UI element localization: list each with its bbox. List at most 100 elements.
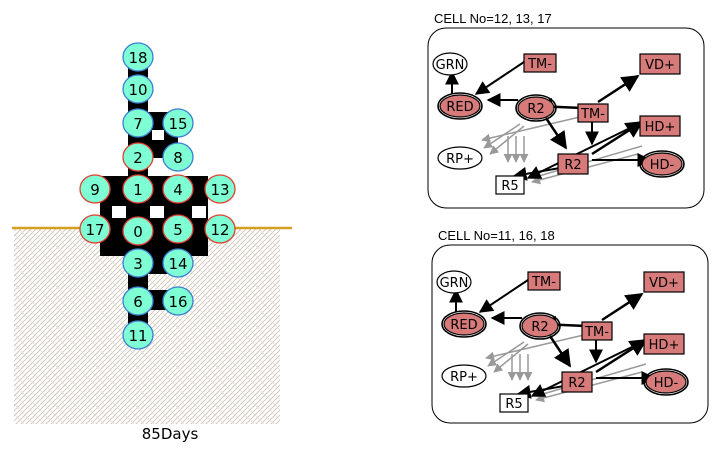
- edge-tm-vd: [597, 74, 640, 104]
- node-r2-b-label: R2: [564, 158, 581, 173]
- cell-label: 11: [128, 327, 147, 345]
- days-label: 85Days: [141, 425, 199, 443]
- connection-gaps: [112, 130, 206, 218]
- cell-label: 14: [168, 255, 187, 273]
- cell-11: 11: [122, 320, 154, 350]
- cell-label: 17: [85, 221, 104, 239]
- node-r2-b-label: R2: [568, 376, 585, 391]
- node-r2-b: R2: [557, 153, 589, 175]
- edge-tm-vd: [601, 292, 644, 322]
- cell-1: 1: [122, 174, 154, 204]
- cell-2: 2: [122, 142, 154, 172]
- node-tm-2: TM-: [581, 321, 613, 341]
- node-tm-2-label: TM-: [580, 107, 605, 122]
- cell-15: 15: [162, 108, 194, 138]
- node-hd: HD+: [639, 115, 681, 137]
- node-hd: HD+: [643, 333, 685, 355]
- cell-label: 1: [133, 181, 143, 199]
- cell-label: 7: [133, 115, 143, 133]
- node-grn-label: GRN: [440, 276, 469, 291]
- gray-edge-r2-rp2: [489, 125, 525, 155]
- node-rp: RP+: [441, 364, 487, 388]
- cell-12: 12: [204, 214, 236, 244]
- node-r5-label: R5: [505, 397, 522, 412]
- edge-r2-r2b: [548, 335, 572, 368]
- node-tm-1: TM-: [527, 271, 561, 291]
- node-rp-label: RP+: [450, 370, 478, 385]
- cell-3: 3: [122, 248, 154, 278]
- cell-5: 5: [162, 214, 194, 244]
- node-red: RED: [437, 92, 483, 120]
- edge-tm-red: [478, 279, 529, 313]
- cell-9: 9: [79, 174, 111, 204]
- node-hd-label: HD+: [649, 338, 680, 353]
- cell-label: 5: [173, 221, 183, 239]
- edge-r2-r2b: [544, 117, 568, 150]
- cell-14: 14: [162, 248, 194, 278]
- cell-7: 7: [122, 108, 154, 138]
- cell-0: 0: [122, 216, 154, 246]
- node-vd-label: VD+: [645, 58, 675, 73]
- cell-6: 6: [122, 286, 154, 316]
- panel-2-title: CELL No=11, 16, 18: [438, 228, 555, 243]
- node-tm-1-label: TM-: [527, 57, 552, 72]
- cell-label: 8: [173, 149, 183, 167]
- cell-label: 0: [133, 223, 143, 241]
- node-r2-a-label: R2: [527, 102, 544, 117]
- node-r2-b: R2: [561, 371, 593, 393]
- edge-tm-red: [474, 61, 525, 95]
- node-rp-label: RP+: [446, 152, 474, 167]
- panel-1-frame: [427, 27, 705, 209]
- gray-edge-tm-rp: [481, 115, 585, 143]
- node-grn-label: GRN: [436, 58, 465, 73]
- cell-17: 17: [79, 214, 111, 244]
- gray-edge-r2-rp2: [493, 343, 529, 373]
- cell-label: 6: [133, 293, 143, 311]
- node-red: RED: [441, 310, 487, 338]
- node-hd-label: HD+: [645, 120, 676, 135]
- node-tm-2: TM-: [577, 103, 609, 123]
- cell-label: 9: [90, 181, 100, 199]
- node-rp: RP+: [437, 146, 483, 170]
- node-hd-minus: HD-: [643, 368, 689, 396]
- cell-label: 4: [173, 181, 183, 199]
- cell-18: 18: [122, 42, 154, 72]
- cell-label: 3: [133, 255, 143, 273]
- panel-1-title: CELL No=12, 13, 17: [434, 11, 552, 26]
- cell-16: 16: [162, 286, 194, 316]
- edge-hd-r5: [530, 345, 635, 397]
- cell-8: 8: [162, 142, 194, 172]
- node-vd-label: VD+: [649, 276, 679, 291]
- cell-10: 10: [122, 74, 154, 104]
- cell-label: 2: [133, 149, 143, 167]
- cell-label: 13: [210, 181, 229, 199]
- node-r2-a: R2: [515, 94, 557, 122]
- node-hd-minus-label: HD-: [650, 158, 675, 173]
- edge-r2b-hd: [591, 120, 644, 156]
- node-vd: VD+: [643, 271, 685, 293]
- node-r5-label: R5: [501, 179, 518, 194]
- node-r2-a-label: R2: [531, 320, 548, 335]
- node-grn: GRN: [432, 52, 468, 76]
- node-r5: R5: [495, 175, 525, 195]
- cell-13: 13: [204, 174, 236, 204]
- cell-label: 10: [128, 81, 147, 99]
- node-red-label: RED: [446, 100, 473, 115]
- node-red-label: RED: [450, 318, 477, 333]
- node-tm-2-label: TM-: [584, 325, 609, 340]
- cell-4: 4: [162, 174, 194, 204]
- edge-hd-r5: [526, 127, 631, 179]
- node-r5: R5: [499, 393, 529, 413]
- cell-label: 18: [128, 49, 147, 67]
- edge-r2b-hd: [595, 338, 648, 374]
- node-hd-minus-label: HD-: [654, 376, 679, 391]
- gray-edge-tm-rp: [485, 333, 589, 361]
- cell-label: 15: [168, 115, 187, 133]
- node-tm-1: TM-: [523, 53, 557, 73]
- cell-label: 16: [168, 293, 187, 311]
- node-vd: VD+: [639, 53, 681, 75]
